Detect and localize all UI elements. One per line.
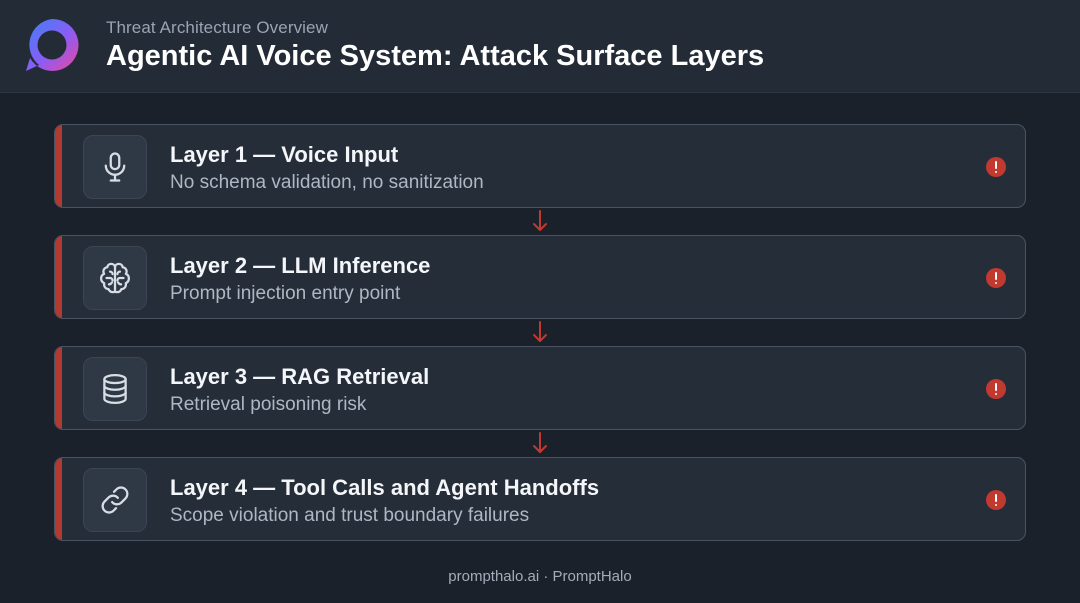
- arrow-down-icon: [533, 432, 547, 453]
- prompthalo-logo-icon: [26, 18, 79, 71]
- layer-card-1: Layer 1 — Voice Input No schema validati…: [54, 124, 1026, 208]
- layer-stack: Layer 1 — Voice Input No schema validati…: [54, 124, 1026, 541]
- alert-icon: [986, 379, 1006, 399]
- layer-description: Retrieval poisoning risk: [170, 394, 367, 415]
- page-subtitle: Threat Architecture Overview: [106, 18, 328, 37]
- layer-icon-box: [83, 357, 147, 421]
- layer-card-4: Layer 4 — Tool Calls and Agent Handoffs …: [54, 457, 1026, 541]
- layer-accent-bar: [55, 458, 62, 540]
- layer-description: Prompt injection entry point: [170, 283, 401, 304]
- alert-icon: [986, 268, 1006, 288]
- layer-title: Layer 4 — Tool Calls and Agent Handoffs: [170, 475, 600, 500]
- layer-card-3: Layer 3 — RAG Retrieval Retrieval poison…: [54, 346, 1026, 430]
- layer-icon-box: [83, 135, 147, 199]
- alert-icon: [986, 490, 1006, 510]
- layer-title: Layer 1 — Voice Input: [170, 142, 399, 167]
- link-icon: [101, 486, 129, 514]
- layer-accent-bar: [55, 236, 62, 318]
- header: Threat Architecture Overview Agentic AI …: [0, 0, 1080, 93]
- layer-icon-box: [83, 246, 147, 310]
- layer-card-2: Layer 2 — LLM Inference Prompt injection…: [54, 235, 1026, 319]
- arrow-down-icon: [533, 321, 547, 342]
- alert-icon: [986, 157, 1006, 177]
- brain-icon: [99, 262, 131, 294]
- layer-accent-bar: [55, 347, 62, 429]
- connector: [54, 208, 1026, 235]
- layer-title: Layer 2 — LLM Inference: [170, 253, 431, 278]
- connector: [54, 319, 1026, 346]
- layer-accent-bar: [55, 125, 62, 207]
- database-icon: [103, 373, 127, 405]
- connector: [54, 430, 1026, 457]
- page-title: Agentic AI Voice System: Attack Surface …: [106, 40, 765, 72]
- footer-credit: prompthalo.ai · PromptHalo: [448, 568, 632, 585]
- layer-icon-box: [83, 468, 147, 532]
- layer-description: Scope violation and trust boundary failu…: [170, 505, 530, 526]
- layer-title: Layer 3 — RAG Retrieval: [170, 364, 430, 389]
- layer-description: No schema validation, no sanitization: [170, 172, 484, 193]
- microphone-icon: [104, 152, 126, 182]
- arrow-down-icon: [533, 210, 547, 231]
